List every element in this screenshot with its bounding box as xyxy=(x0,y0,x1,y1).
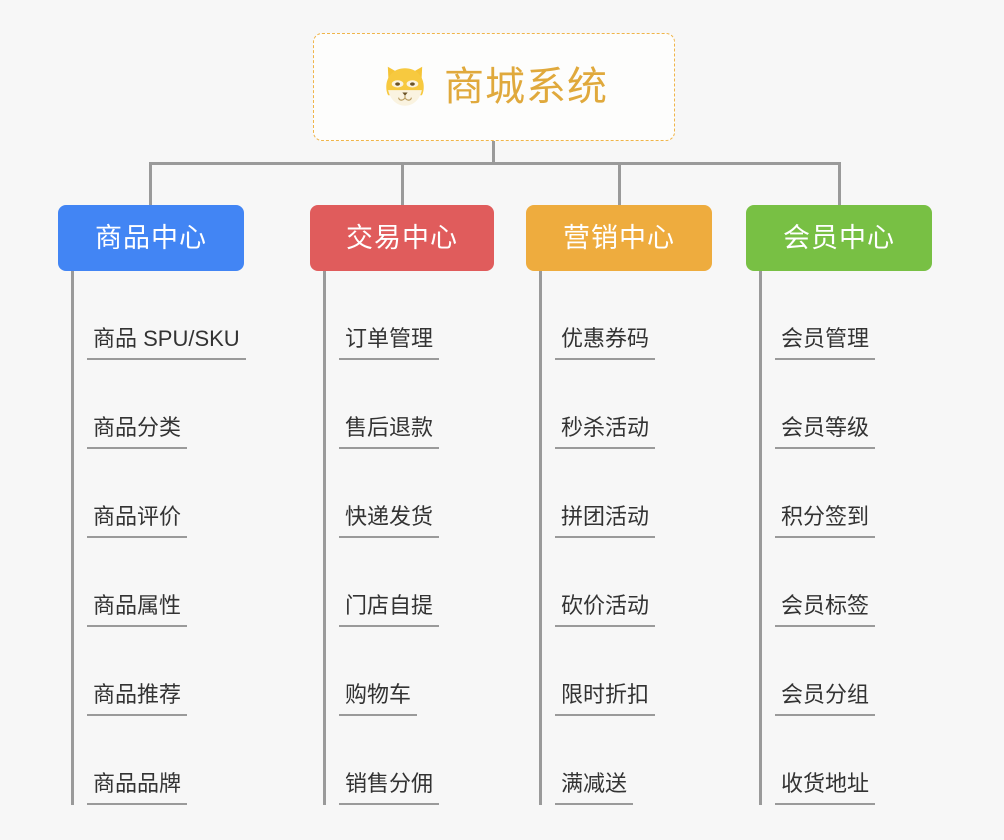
branch-header-label: 交易中心 xyxy=(346,222,458,253)
branch-column-3: 营销中心 优惠券码 秒杀活动 拼团活动 砍价活动 限时折扣 满减送 xyxy=(526,205,712,805)
leaf-item[interactable]: 购物车 xyxy=(310,627,494,716)
leaf-item[interactable]: 限时折扣 xyxy=(526,627,712,716)
leaf-item[interactable]: 满减送 xyxy=(526,716,712,805)
leaf-label: 满减送 xyxy=(561,770,628,796)
leaf-label: 收货地址 xyxy=(781,770,870,796)
leaf-label: 拼团活动 xyxy=(561,503,650,529)
leaf-item[interactable]: 商品评价 xyxy=(58,449,244,538)
leaf-item[interactable]: 订单管理 xyxy=(310,271,494,360)
leaf-label: 商品推荐 xyxy=(93,681,182,707)
leaf-label: 快递发货 xyxy=(345,503,434,529)
connector-root-stem xyxy=(492,141,495,165)
leaf-item[interactable]: 会员管理 xyxy=(746,271,932,360)
leaf-label: 会员分组 xyxy=(781,681,870,707)
connector-drop-4 xyxy=(838,162,841,205)
leaf-item[interactable]: 售后退款 xyxy=(310,360,494,449)
leaf-label: 商品评价 xyxy=(93,503,182,529)
branch-header-label: 会员中心 xyxy=(783,222,895,253)
leaf-item[interactable]: 砍价活动 xyxy=(526,538,712,627)
leaf-label: 会员等级 xyxy=(781,414,870,440)
leaf-item[interactable]: 会员分组 xyxy=(746,627,932,716)
leaf-item[interactable]: 销售分佣 xyxy=(310,716,494,805)
leaf-label: 会员管理 xyxy=(781,325,870,351)
branch-column-4: 会员中心 会员管理 会员等级 积分签到 会员标签 会员分组 收货地址 xyxy=(746,205,932,805)
leaf-item[interactable]: 会员标签 xyxy=(746,538,932,627)
leaf-list-1: 商品 SPU/SKU 商品分类 商品评价 商品属性 商品推荐 商品品牌 xyxy=(58,271,246,805)
branch-column-1: 商品中心 商品 SPU/SKU 商品分类 商品评价 商品属性 商品推荐 商品品牌 xyxy=(58,205,246,805)
leaf-label: 限时折扣 xyxy=(561,681,650,707)
leaf-list-2: 订单管理 售后退款 快递发货 门店自提 购物车 销售分佣 xyxy=(310,271,494,805)
leaf-label: 会员标签 xyxy=(781,592,870,618)
leaf-item[interactable]: 商品分类 xyxy=(58,360,244,449)
connector-drop-1 xyxy=(149,162,152,205)
branch-header-label: 商品中心 xyxy=(95,222,207,253)
connector-horizontal-bus xyxy=(149,162,841,165)
branch-header-2[interactable]: 交易中心 xyxy=(310,205,494,271)
leaf-label: 商品 SPU/SKU xyxy=(93,325,240,351)
shiba-dog-face-icon xyxy=(386,66,424,106)
branch-spine-1 xyxy=(71,271,74,805)
branch-spine-3 xyxy=(539,271,542,805)
leaf-label: 商品属性 xyxy=(93,592,182,618)
leaf-label: 商品分类 xyxy=(93,414,182,440)
leaf-label: 优惠券码 xyxy=(561,325,650,351)
leaf-label: 积分签到 xyxy=(781,503,870,529)
branch-column-2: 交易中心 订单管理 售后退款 快递发货 门店自提 购物车 销售分佣 xyxy=(310,205,494,805)
leaf-label: 订单管理 xyxy=(345,325,434,351)
leaf-item[interactable]: 优惠券码 xyxy=(526,271,712,360)
root-node[interactable]: 商城系统 xyxy=(313,33,675,141)
leaf-item[interactable]: 拼团活动 xyxy=(526,449,712,538)
leaf-item[interactable]: 收货地址 xyxy=(746,716,932,805)
leaf-item[interactable]: 积分签到 xyxy=(746,449,932,538)
branch-header-4[interactable]: 会员中心 xyxy=(746,205,932,271)
leaf-label: 购物车 xyxy=(345,681,412,707)
leaf-list-3: 优惠券码 秒杀活动 拼团活动 砍价活动 限时折扣 满减送 xyxy=(526,271,712,805)
leaf-label: 售后退款 xyxy=(345,414,434,440)
leaf-label: 商品品牌 xyxy=(93,770,182,796)
leaf-label: 销售分佣 xyxy=(345,770,434,796)
leaf-label: 门店自提 xyxy=(345,592,434,618)
leaf-item[interactable]: 门店自提 xyxy=(310,538,494,627)
branch-header-1[interactable]: 商品中心 xyxy=(58,205,244,271)
leaf-item[interactable]: 快递发货 xyxy=(310,449,494,538)
leaf-label: 秒杀活动 xyxy=(561,414,650,440)
leaf-item[interactable]: 秒杀活动 xyxy=(526,360,712,449)
branch-spine-4 xyxy=(759,271,762,805)
connector-drop-2 xyxy=(401,162,404,205)
connector-drop-3 xyxy=(618,162,621,205)
leaf-label: 砍价活动 xyxy=(561,592,650,618)
branch-header-label: 营销中心 xyxy=(563,222,675,253)
leaf-list-4: 会员管理 会员等级 积分签到 会员标签 会员分组 收货地址 xyxy=(746,271,932,805)
branch-header-3[interactable]: 营销中心 xyxy=(526,205,712,271)
branch-spine-2 xyxy=(323,271,326,805)
root-title: 商城系统 xyxy=(444,65,608,109)
leaf-item[interactable]: 会员等级 xyxy=(746,360,932,449)
leaf-item[interactable]: 商品品牌 xyxy=(58,716,244,805)
leaf-item[interactable]: 商品属性 xyxy=(58,538,244,627)
leaf-item[interactable]: 商品 SPU/SKU xyxy=(58,271,246,360)
leaf-item[interactable]: 商品推荐 xyxy=(58,627,244,716)
